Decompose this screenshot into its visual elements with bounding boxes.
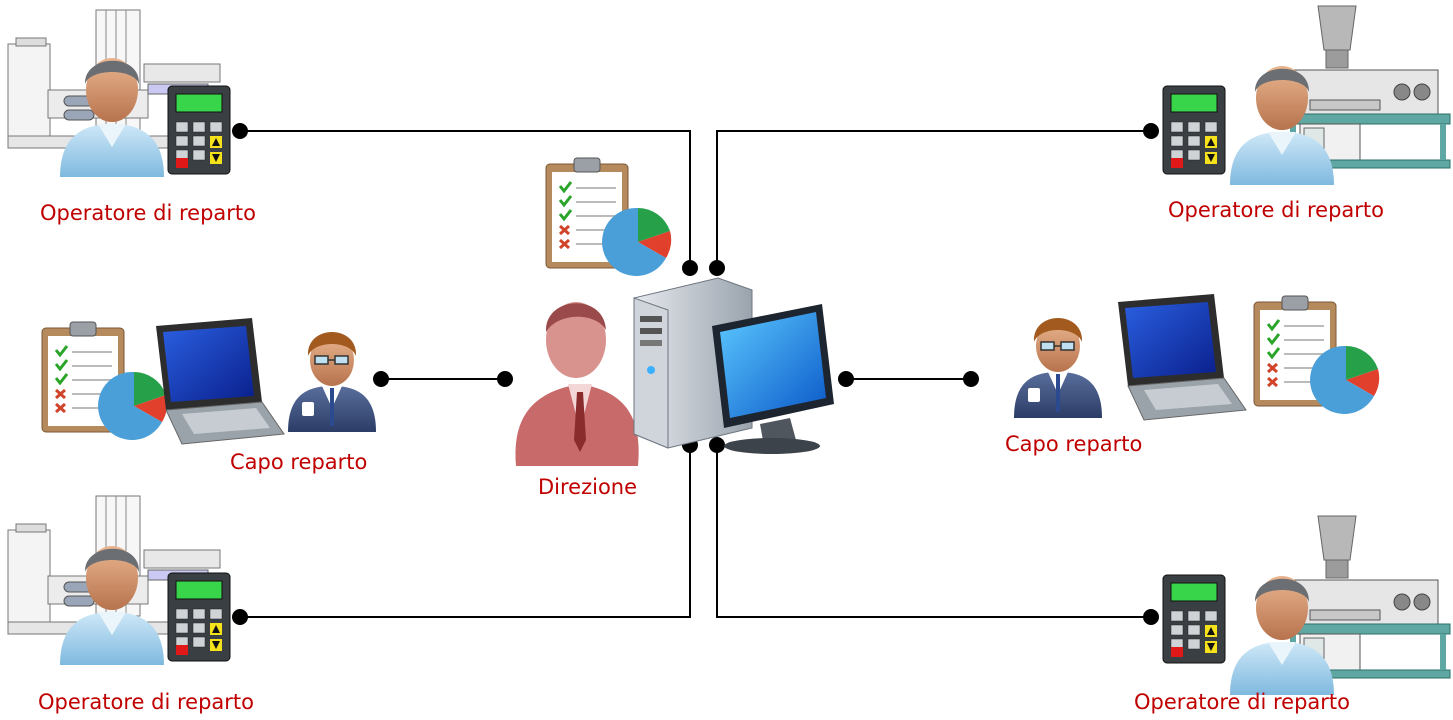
label-direzione: Direzione bbox=[538, 475, 638, 499]
connection-dots bbox=[232, 123, 1159, 625]
checklist-chart-icon bbox=[544, 156, 673, 278]
node-operator-top-left bbox=[7, 9, 231, 177]
node-operator-bottom-right bbox=[1162, 515, 1451, 695]
wire-op-top-left bbox=[240, 130, 691, 268]
node-dot bbox=[232, 609, 248, 625]
laptop-icon bbox=[1117, 293, 1247, 421]
connection-lines bbox=[240, 130, 1151, 618]
node-direzione bbox=[515, 156, 834, 466]
terminal-keypad-icon bbox=[167, 85, 231, 175]
node-dot bbox=[838, 371, 854, 387]
node-capo-left bbox=[40, 317, 377, 445]
node-dot bbox=[963, 371, 979, 387]
wire-op-bottom-left bbox=[240, 445, 691, 618]
node-dot bbox=[1143, 123, 1159, 139]
terminal-keypad-icon bbox=[1162, 574, 1226, 664]
laptop-icon bbox=[155, 317, 285, 445]
node-dot bbox=[709, 260, 725, 276]
supervisor-avatar-icon bbox=[1013, 317, 1103, 419]
checklist-chart-icon bbox=[1252, 294, 1381, 416]
label-operatore-bottom-left: Operatore di reparto bbox=[38, 690, 254, 714]
node-dot bbox=[232, 123, 248, 139]
wire-op-bottom-right bbox=[716, 445, 1151, 618]
label-operatore-bottom-right: Operatore di reparto bbox=[1134, 690, 1350, 714]
node-operator-bottom-left bbox=[7, 495, 231, 665]
node-dot bbox=[497, 371, 513, 387]
label-capo-right: Capo reparto bbox=[1005, 432, 1143, 456]
supervisor-avatar-icon bbox=[287, 331, 377, 433]
checklist-chart-icon bbox=[40, 320, 169, 442]
label-capo-left: Capo reparto bbox=[230, 450, 368, 474]
node-dot bbox=[682, 260, 698, 276]
wire-op-top-right bbox=[716, 130, 1151, 268]
node-dot bbox=[1143, 609, 1159, 625]
label-operatore-top-right: Operatore di reparto bbox=[1168, 198, 1384, 222]
monitor-icon bbox=[712, 304, 834, 454]
terminal-keypad-icon bbox=[1162, 85, 1226, 175]
terminal-keypad-icon bbox=[167, 572, 231, 662]
node-operator-top-right bbox=[1162, 5, 1451, 185]
label-operatore-top-left: Operatore di reparto bbox=[40, 201, 256, 225]
node-capo-right bbox=[1013, 293, 1381, 421]
node-dot bbox=[373, 371, 389, 387]
node-dot bbox=[709, 437, 725, 453]
manager-figure-icon bbox=[515, 302, 639, 466]
